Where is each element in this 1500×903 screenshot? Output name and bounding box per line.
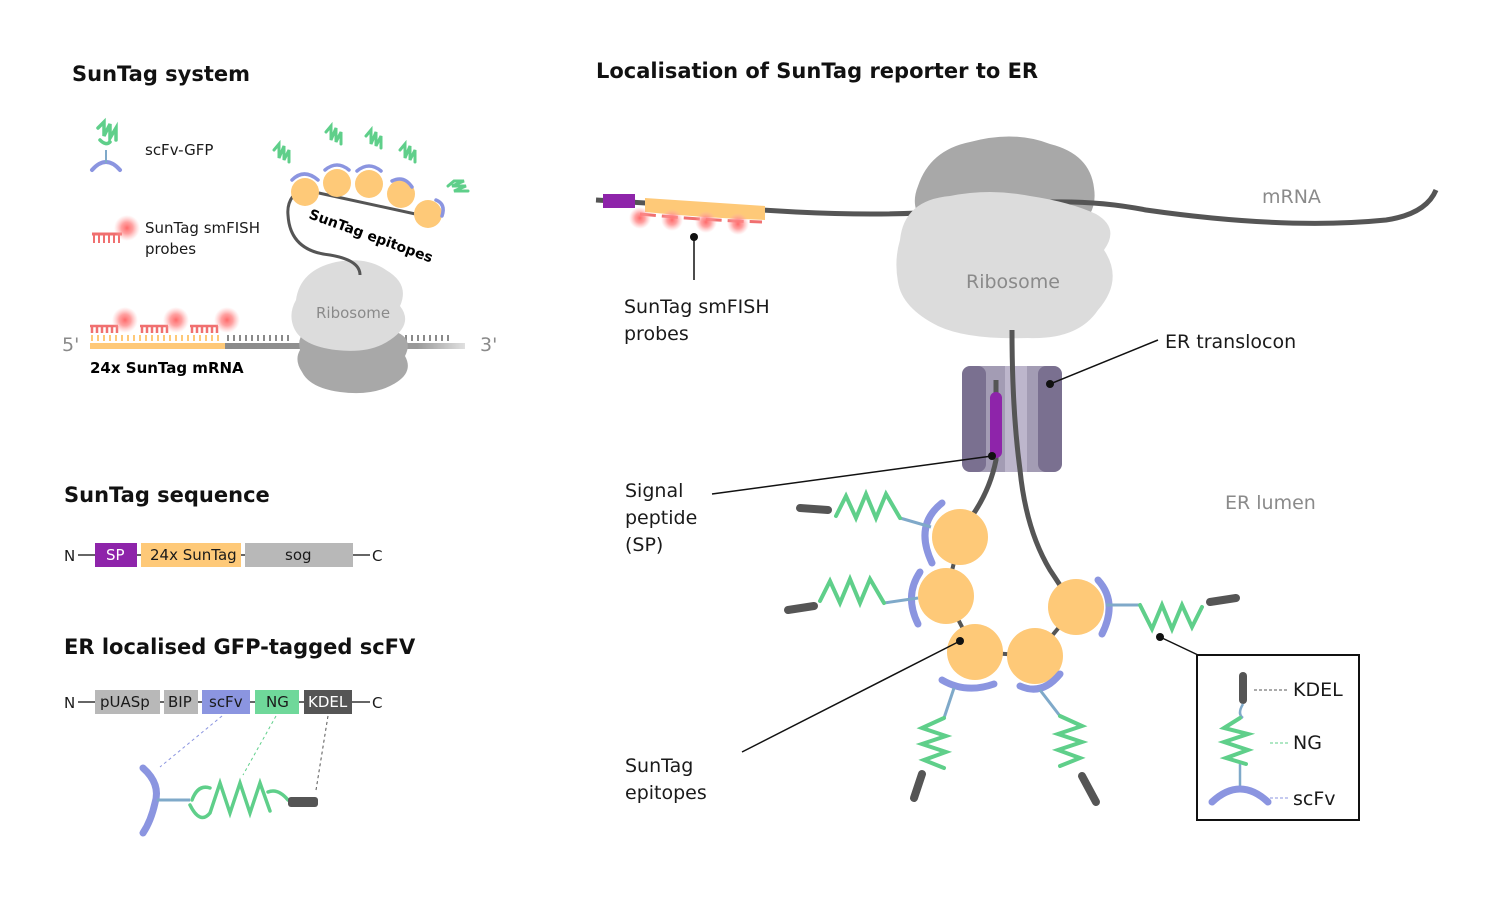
legend-probes-line2: probes [145,240,196,258]
er-segment-ng [255,690,299,714]
translocon-label: ER translocon [1165,331,1296,353]
er-segment-scfv [202,690,250,714]
er-segment-ng-label: NG [266,693,289,711]
signal-label-line1: Signal [625,480,683,502]
seq-n-term: N [64,547,75,565]
legend-scfv-icon [1208,764,1288,806]
legend-scfv-gfp-label: scFv-GFP [145,141,213,159]
seq-segment-sog-label: sog [285,546,312,564]
ribosome-small-subunit [896,192,1113,339]
legend-kdel-icon [1239,672,1288,704]
er-c-term: C [372,694,382,712]
mrna-sp-region [603,194,635,208]
er-scfv-panel: ER localised GFP-tagged scFV N pUASp BIP… [64,635,416,837]
er-segment-puasp [95,690,160,714]
er-segment-kdel [304,690,352,714]
small-ribosome-label: Ribosome [316,304,390,322]
nascent-chain-left [969,380,999,518]
mrna-label: 24x SunTag mRNA [90,359,244,377]
ribosome-label-right: Ribosome [966,271,1060,293]
er-segment-puasp-label: pUASp [100,693,150,711]
er-segment-scfv-label: scFv [209,693,243,711]
small-ribosome [291,260,408,394]
er-n-term: N [64,694,75,712]
seq-c-term: C [372,547,382,565]
legend-kdel-label: KDEL [1293,679,1343,701]
scfv-gfp-icon [90,117,122,172]
suntag-sequence-title: SunTag sequence [64,483,270,507]
er-segment-bip-label: BIP [168,693,192,711]
three-prime-label: 3' [480,334,497,356]
seq-segment-sp-label: SP [106,546,125,564]
suntag-mrna-strand [90,335,465,349]
er-translocon [962,366,1062,472]
epitope-cluster [784,488,1240,806]
probes-label-line1: SunTag smFISH [624,296,770,318]
seq-segment-suntag-label: 24x SunTag [150,546,237,564]
signal-label-line2: peptide [625,507,697,529]
seq-segment-sog [245,543,353,567]
suntag-system-title: SunTag system [72,62,250,86]
legend-ng-icon [1217,703,1288,766]
er-localisation-panel: Localisation of SunTag reporter to ER mR… [595,59,1439,821]
epitopes-label-line1: SunTag [625,755,693,777]
suntag-sequence-panel: SunTag sequence N SP 24x SunTag sog C [64,483,382,567]
er-scfv-construct-illustration [139,764,318,837]
er-segment-kdel-label: KDEL [308,693,348,711]
smfish-probe-icon [92,215,140,243]
mrna-probes [90,307,240,333]
legend-scfv-label: scFv [1293,788,1336,810]
five-prime-label: 5' [62,334,79,356]
er-segment-bip [164,690,198,714]
suntag-system-panel: SunTag system scFv-GFP SunTag smFISH pro… [62,62,497,394]
legend-ng-label: NG [1293,732,1322,754]
seq-segment-suntag [141,543,241,567]
signal-peptide [990,392,1002,458]
probes-label-line2: probes [624,323,689,345]
epitopes-label-line2: epitopes [625,782,707,804]
mrna-label-right: mRNA [1262,186,1321,208]
small-nascent-chain [286,183,362,276]
small-epitopes [272,121,470,228]
signal-label-line3: (SP) [625,534,663,556]
mrna-bound-probes [639,212,763,224]
legend-probes-line1: SunTag smFISH [145,219,260,237]
seq-segment-sp [95,543,137,567]
localisation-title: Localisation of SunTag reporter to ER [596,59,1038,83]
er-scfv-title: ER localised GFP-tagged scFV [64,635,416,659]
er-lumen-label: ER lumen [1225,492,1316,514]
